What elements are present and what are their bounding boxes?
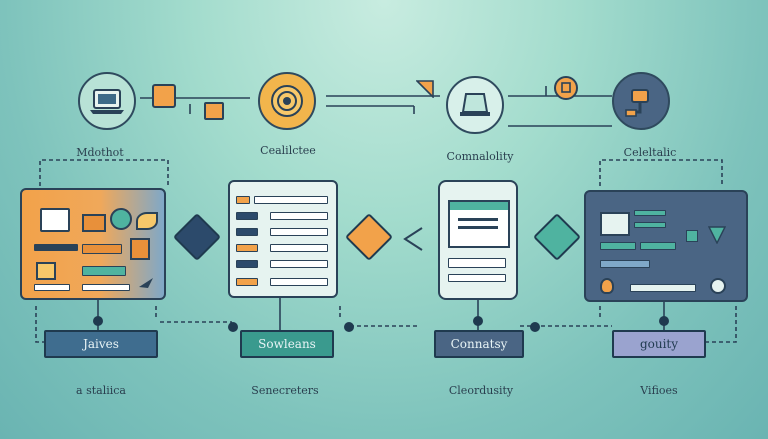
list-row <box>236 196 250 204</box>
laptop-icon <box>78 72 136 130</box>
tag-connatsy: Connatsy <box>434 330 524 358</box>
document-icon <box>40 208 70 232</box>
robot-arm-icon <box>612 72 670 130</box>
list-row <box>634 210 666 216</box>
image-icon <box>600 212 630 236</box>
list-row <box>254 196 328 204</box>
list-row <box>236 278 258 286</box>
dashboard-panel <box>20 188 166 300</box>
control-panel <box>584 190 748 302</box>
bottom-label: Cleordusity <box>448 384 514 397</box>
list-row <box>34 244 78 251</box>
globe-icon <box>110 208 132 230</box>
list-row <box>270 228 328 236</box>
list-panel <box>228 180 338 298</box>
bottom-label: a staliica <box>76 384 126 397</box>
chevron-left-icon <box>402 226 424 252</box>
list-row <box>236 244 258 252</box>
connector-dot <box>228 322 238 332</box>
window-line <box>458 226 498 229</box>
square-icon <box>36 262 56 280</box>
square-icon <box>686 230 698 242</box>
triangle-icon <box>707 226 727 245</box>
monitor-icon <box>446 76 504 134</box>
top-label: Mdothot <box>76 146 124 159</box>
tag-sowleans: Sowleans <box>240 330 334 358</box>
list-row <box>236 212 258 220</box>
flame-icon <box>600 278 614 294</box>
gear-icon <box>710 278 726 294</box>
list-row <box>34 284 70 291</box>
window-header <box>450 202 508 210</box>
tag-gouity: gouity <box>612 330 706 358</box>
connector-dot <box>473 316 483 326</box>
list-row <box>82 244 122 254</box>
connector-dot <box>344 322 354 332</box>
connector-dot <box>93 316 103 326</box>
chart-icon <box>130 238 150 260</box>
small-square-icon <box>204 102 224 120</box>
tablet-panel <box>438 180 518 300</box>
badge-icon <box>554 76 578 100</box>
list-row <box>82 284 130 291</box>
top-label: Cealilctee <box>260 144 316 157</box>
small-square-icon <box>152 84 176 108</box>
list-row <box>630 284 696 292</box>
target-icon <box>258 72 316 130</box>
list-row <box>600 260 650 268</box>
list-row <box>448 258 506 268</box>
connector-dot <box>530 322 540 332</box>
screen-window <box>448 200 510 248</box>
list-row <box>270 212 328 220</box>
list-row <box>236 260 258 268</box>
list-row <box>634 222 666 228</box>
connector-dot <box>659 316 669 326</box>
list-row <box>448 274 506 282</box>
tag-jaives: Jaives <box>44 330 158 358</box>
plane-icon <box>138 276 154 288</box>
list-row <box>236 228 258 236</box>
list-row <box>270 278 328 286</box>
list-row <box>82 266 126 276</box>
leaf-icon <box>136 212 158 230</box>
list-row <box>640 242 676 250</box>
top-label: Celeltalic <box>623 146 677 159</box>
bar-icon <box>82 214 106 232</box>
triangle-flag-icon <box>415 80 434 99</box>
list-row <box>600 242 636 250</box>
list-row <box>270 260 328 268</box>
bottom-label: Vifioes <box>640 384 678 397</box>
bottom-label: Senecreters <box>251 384 319 397</box>
list-row <box>270 244 328 252</box>
top-label: Comnalolity <box>446 150 514 163</box>
window-line <box>458 218 498 221</box>
